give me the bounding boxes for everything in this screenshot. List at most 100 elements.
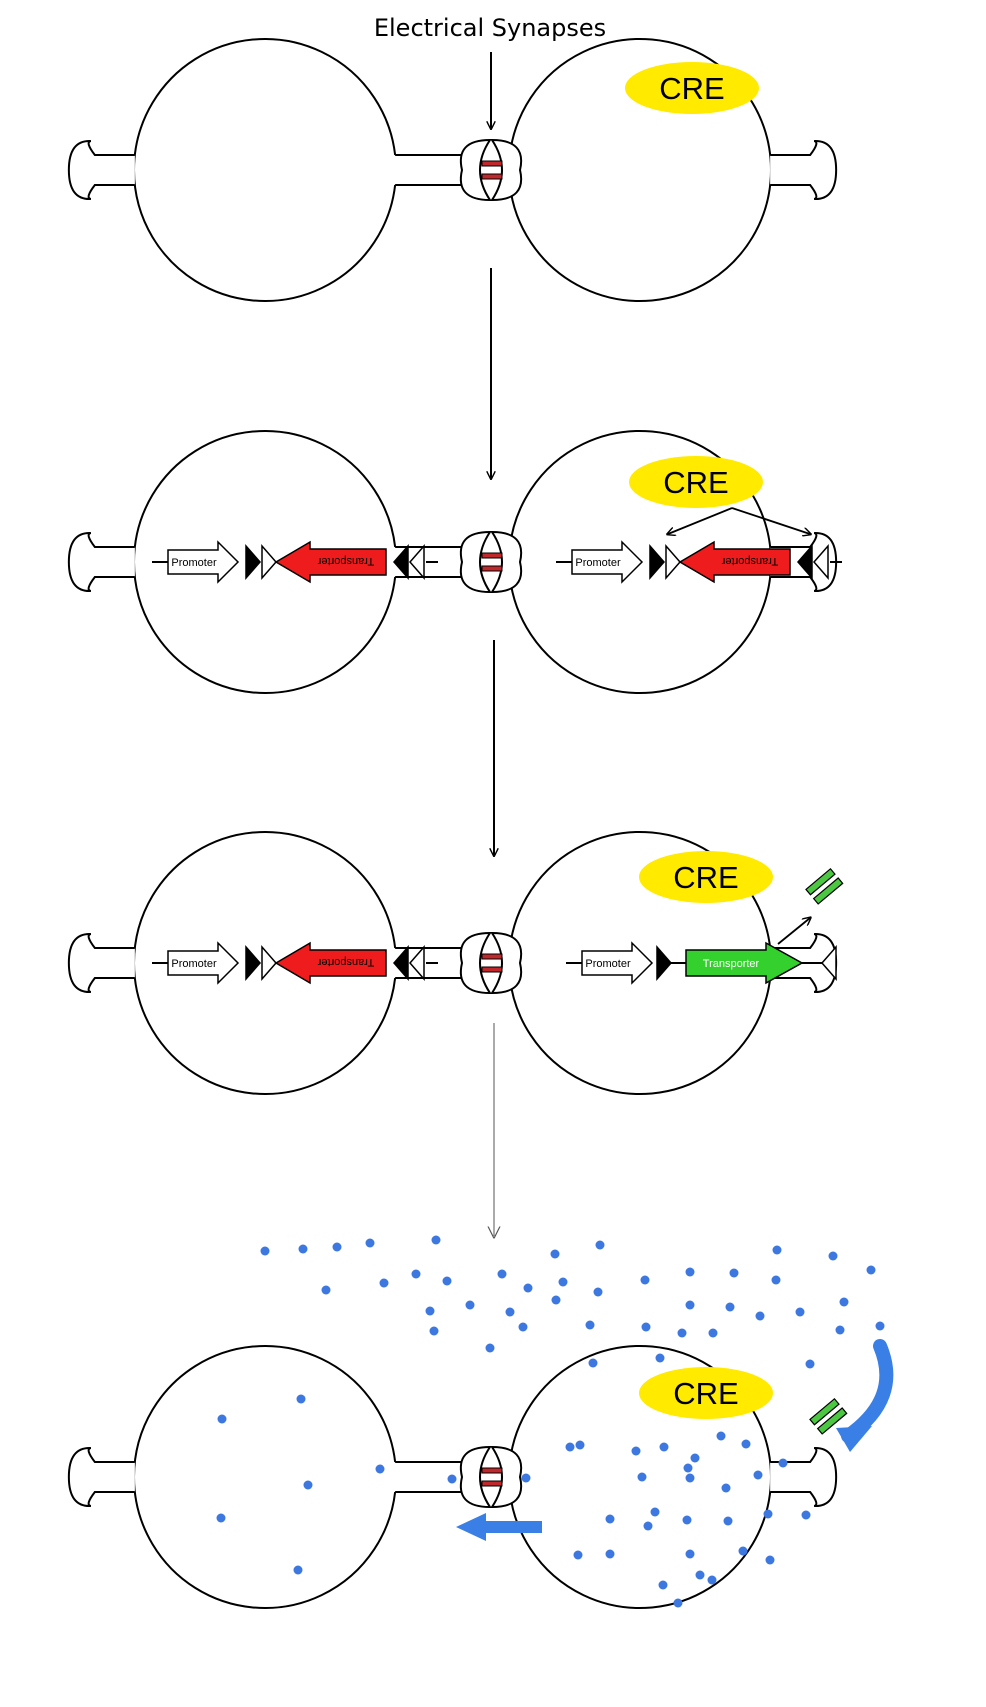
molecule-dot — [723, 1516, 733, 1526]
molecule-dot — [296, 1394, 306, 1404]
molecule-dot — [866, 1265, 876, 1275]
channel-bar-top — [805, 867, 836, 896]
transporter-inverted-label: Transporter — [317, 555, 374, 567]
molecule-dot — [375, 1464, 385, 1474]
molecule-dot — [643, 1521, 653, 1531]
molecule-dot — [575, 1440, 585, 1450]
transporter-channel-icon — [805, 867, 844, 905]
promoter-label: Promoter — [171, 958, 217, 970]
right-cell-stub — [770, 139, 838, 201]
left-cell-stub — [67, 932, 135, 994]
gap-junction-left-lobe — [459, 530, 492, 594]
molecule-dot — [677, 1328, 687, 1338]
molecule-dot — [365, 1238, 375, 1248]
loxp-triangle-icon — [261, 544, 277, 580]
molecule-dot — [605, 1514, 615, 1524]
transporter-inverted-label: Transporter — [721, 555, 778, 567]
loxp-triangle-icon — [797, 544, 813, 580]
loxp-triangle-icon — [393, 544, 409, 580]
molecule-dot — [655, 1353, 665, 1363]
panel-4: CRE — [67, 1235, 894, 1609]
gap-junction-bar-top — [481, 953, 503, 960]
promoter-arrow — [167, 540, 240, 584]
molecule-dot — [805, 1359, 815, 1369]
molecule-dot — [753, 1470, 763, 1480]
molecule-dot — [497, 1269, 507, 1279]
promoter-arrow — [581, 941, 654, 985]
cre-target-arrow-right — [731, 507, 810, 534]
molecule-dot — [465, 1300, 475, 1310]
molecule-dot — [755, 1311, 765, 1321]
loxp-triangle-icon — [245, 544, 261, 580]
channel-export-arrow — [777, 918, 810, 945]
uptake-arrow-head — [836, 1426, 872, 1452]
cre-target-arrow-left — [668, 507, 733, 534]
gap-junction-right-lobe — [490, 530, 523, 594]
molecule-dot — [707, 1575, 717, 1585]
molecule-dot — [565, 1442, 575, 1452]
molecule-dot — [550, 1249, 560, 1259]
transporter-inverted-arrow — [274, 941, 387, 985]
gap-junction-icon — [481, 1467, 503, 1487]
molecule-dot — [379, 1278, 389, 1288]
molecule-dot — [658, 1580, 668, 1590]
molecule-dot — [585, 1320, 595, 1330]
molecule-dot — [690, 1453, 700, 1463]
molecule-dot — [637, 1472, 647, 1482]
molecule-flow-arrow-icon — [841, 1339, 894, 1443]
transporter-active-label: Transporter — [703, 958, 760, 970]
loxp-triangle-icon — [665, 544, 681, 580]
transporter-channel-icon — [809, 1397, 848, 1435]
molecule-dot — [551, 1295, 561, 1305]
molecule-dot — [640, 1275, 650, 1285]
molecule-dot — [332, 1242, 342, 1252]
molecule-dot — [595, 1240, 605, 1250]
molecule-dot — [682, 1515, 692, 1525]
molecule-dot — [431, 1235, 441, 1245]
cre-label: CRE — [673, 1376, 738, 1411]
molecule-dot — [573, 1550, 583, 1560]
gap-junction-left-lobe — [459, 1445, 492, 1509]
passage-arrow-head — [456, 1513, 486, 1541]
molecule-dot — [763, 1509, 773, 1519]
molecule-dot — [631, 1446, 641, 1456]
transporter-inverted-arrow — [274, 540, 387, 584]
gap-junction-icon — [481, 953, 503, 973]
molecule-dot — [523, 1283, 533, 1293]
molecule-dot — [425, 1306, 435, 1316]
molecule-dot — [298, 1244, 308, 1254]
gap-junction-left-lobe — [459, 138, 492, 202]
gap-junction-icon — [481, 552, 503, 572]
promoter-label: Promoter — [575, 557, 621, 569]
molecule-dot — [429, 1326, 439, 1336]
cre-ellipse — [639, 851, 773, 903]
gap-junction-bar-bottom — [481, 565, 503, 572]
molecule-dot — [293, 1565, 303, 1575]
molecule-dot — [518, 1322, 528, 1332]
molecule-dot — [558, 1277, 568, 1287]
molecule-dot — [839, 1297, 849, 1307]
molecule-dot — [721, 1483, 731, 1493]
molecule-dot — [685, 1267, 695, 1277]
molecule-dot — [321, 1285, 331, 1295]
left-cell-membrane — [133, 1345, 397, 1609]
transporter-inverted-arrow — [678, 540, 791, 584]
molecule-dot — [695, 1570, 705, 1580]
loxp-triangle-icon — [245, 945, 261, 981]
gap-junction-bar-top — [481, 160, 503, 167]
promoter-label: Promoter — [585, 958, 631, 970]
molecule-dot — [778, 1458, 788, 1468]
molecule-dot — [765, 1555, 775, 1565]
molecule-dot — [683, 1463, 693, 1473]
molecule-dot — [725, 1302, 735, 1312]
loxp-triangle-icon — [656, 945, 672, 981]
gap-junction-right-lobe — [490, 1445, 523, 1509]
channel-bar-bottom — [816, 1407, 848, 1435]
gap-junction-bar-bottom — [481, 173, 503, 180]
molecule-dot — [875, 1321, 885, 1331]
promoter-arrow — [571, 540, 644, 584]
channel-bar-bottom — [812, 877, 844, 905]
cre-ellipse — [639, 1367, 773, 1419]
